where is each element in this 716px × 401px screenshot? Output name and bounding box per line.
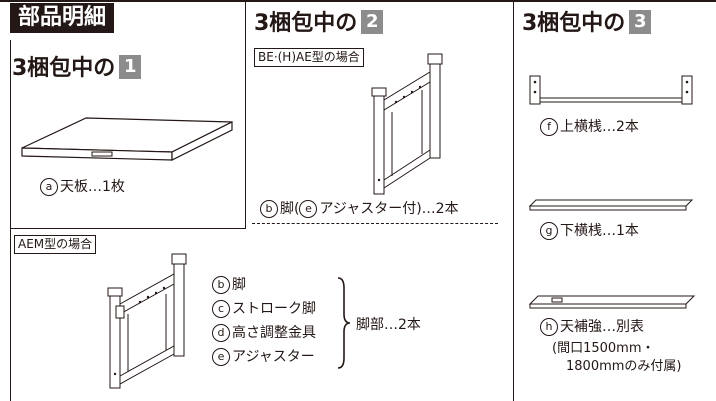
upper-crossbar-illustration (529, 75, 693, 105)
divider-horizontal (10, 228, 246, 229)
item-text-post: アジャスター付)…2本 (319, 201, 459, 217)
leg-frame-illustration (371, 53, 443, 195)
package-number-badge: 2 (361, 10, 384, 34)
lower-crossbar-illustration (528, 199, 694, 211)
top-rule (0, 0, 716, 2)
item-marker: b (212, 276, 230, 294)
divider-vertical-1 (245, 0, 246, 229)
item-marker: d (212, 324, 230, 342)
item-marker: h (540, 318, 558, 336)
item-marker: c (212, 300, 230, 318)
package-number-badge: 3 (629, 10, 652, 34)
aem-group-label: 脚部…2本 (356, 317, 421, 333)
item-h-note-2: 1800mmのみ付属) (566, 359, 682, 374)
item-text-pre: 脚( (280, 201, 300, 217)
item-text: 高さ調整金具 (232, 325, 316, 341)
package-title-text: 3梱包中の (254, 11, 358, 36)
be-ae-type-label: BE·(H)AE型の場合 (254, 48, 364, 67)
dashed-divider (252, 223, 498, 224)
item-marker: g (540, 222, 558, 240)
item-marker: e (212, 348, 230, 366)
aem-leg-frame-illustration (107, 253, 187, 389)
aem-type-label: AEM型の場合 (14, 235, 97, 254)
top-reinforcement-illustration (528, 295, 696, 309)
item-text: 下横桟…1本 (560, 223, 639, 239)
item-h-note-1: (間口1500mm・ (552, 341, 655, 356)
tabletop-illustration (21, 117, 233, 161)
item-marker: b (260, 200, 278, 218)
item-text: ストローク脚 (232, 301, 316, 317)
item-text: 上横桟…2本 (560, 119, 639, 135)
parts-detail-heading: 部品明細 (10, 3, 115, 33)
left-border (10, 40, 11, 401)
curly-brace (337, 277, 351, 369)
package-title-text: 3梱包中の (12, 56, 116, 81)
item-text: 天補強…別表 (560, 319, 644, 335)
item-text: 脚 (232, 277, 246, 293)
item-text: アジャスター (232, 349, 315, 365)
item-marker: a (40, 178, 58, 196)
item-text: 天板…1枚 (60, 179, 125, 195)
item-marker: e (299, 200, 318, 218)
package-title-text: 3梱包中の (522, 11, 626, 36)
package-number-badge: 1 (119, 55, 142, 79)
item-marker: f (540, 118, 558, 136)
divider-vertical-2 (513, 0, 514, 401)
